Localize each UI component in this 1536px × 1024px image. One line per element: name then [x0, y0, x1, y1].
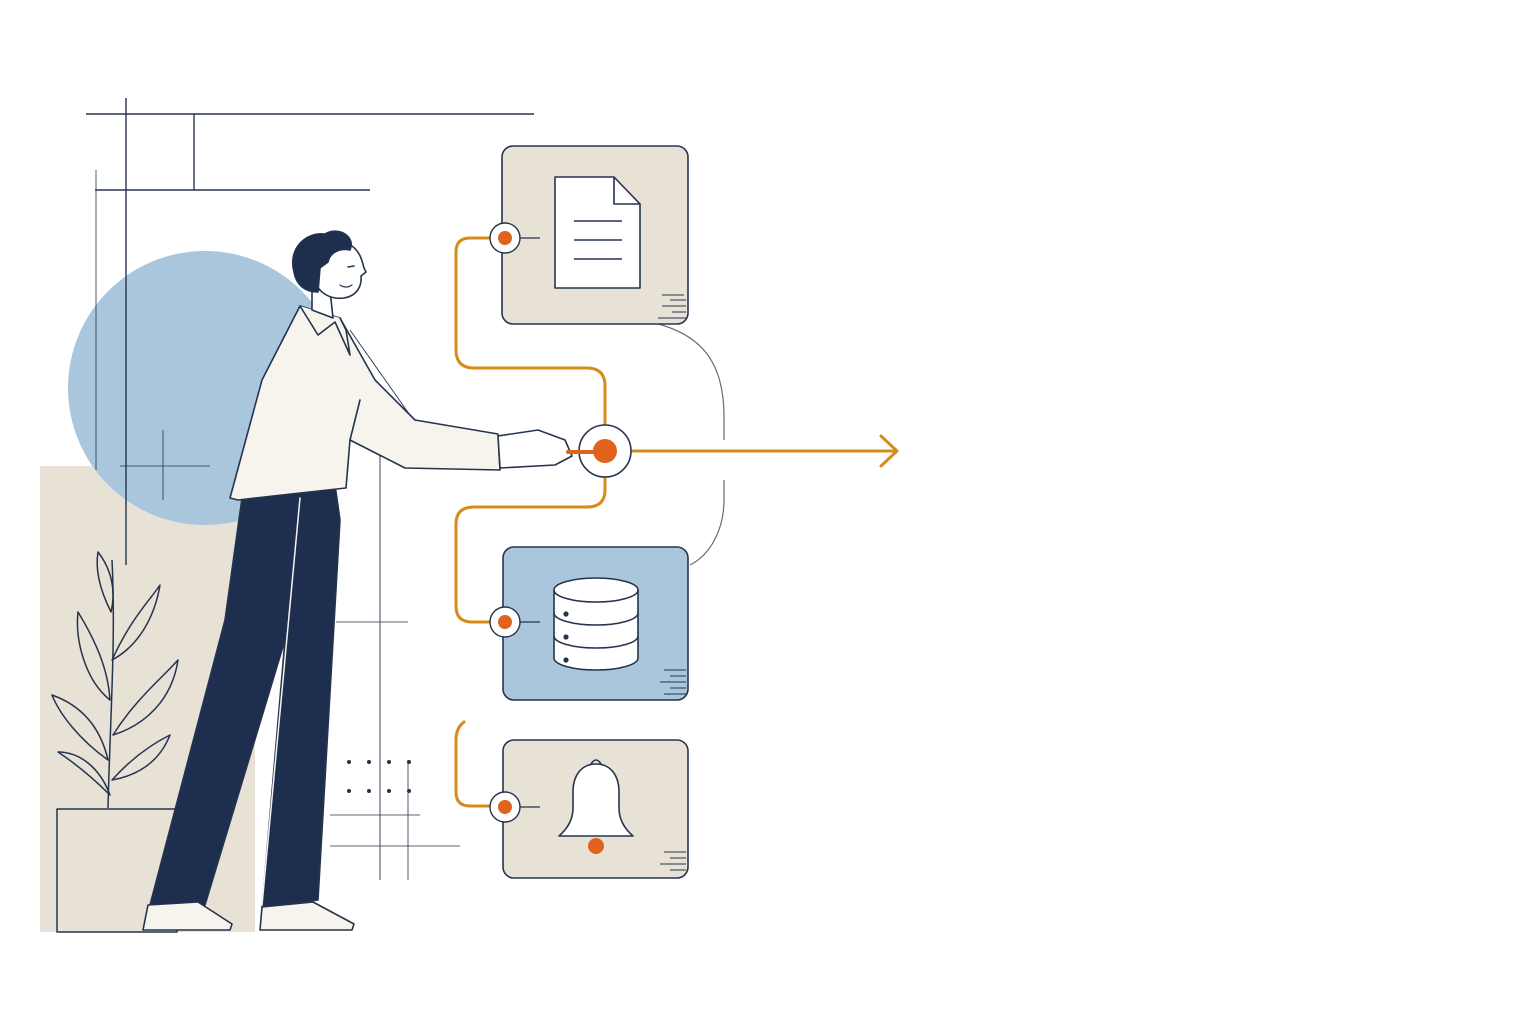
person-figure	[142, 230, 573, 931]
module-notification[interactable]	[502, 739, 689, 879]
hair	[291, 230, 352, 293]
left-shoe	[142, 901, 233, 931]
connector-document	[454, 236, 607, 430]
connector-database	[454, 474, 607, 624]
connector-notification	[454, 720, 492, 808]
document-icon	[554, 176, 641, 289]
module-database[interactable]	[502, 546, 689, 701]
port-database[interactable]	[489, 606, 540, 638]
dot-grid	[347, 760, 411, 793]
hub-node[interactable]	[566, 424, 632, 478]
port-document[interactable]	[489, 222, 540, 254]
hand	[497, 429, 573, 469]
database-icon	[553, 577, 639, 671]
guide-lines	[86, 98, 534, 880]
hatch-marks	[660, 851, 686, 871]
module-document[interactable]	[501, 145, 689, 325]
port-notification[interactable]	[489, 791, 540, 823]
connector-lines	[454, 236, 895, 808]
shirt	[229, 305, 501, 501]
hatch-marks	[658, 294, 686, 319]
arrow-right-icon	[879, 434, 899, 468]
hatch-marks	[660, 669, 686, 695]
right-shoe	[259, 901, 355, 931]
bell-icon	[558, 759, 634, 854]
loop-lines	[639, 319, 725, 566]
